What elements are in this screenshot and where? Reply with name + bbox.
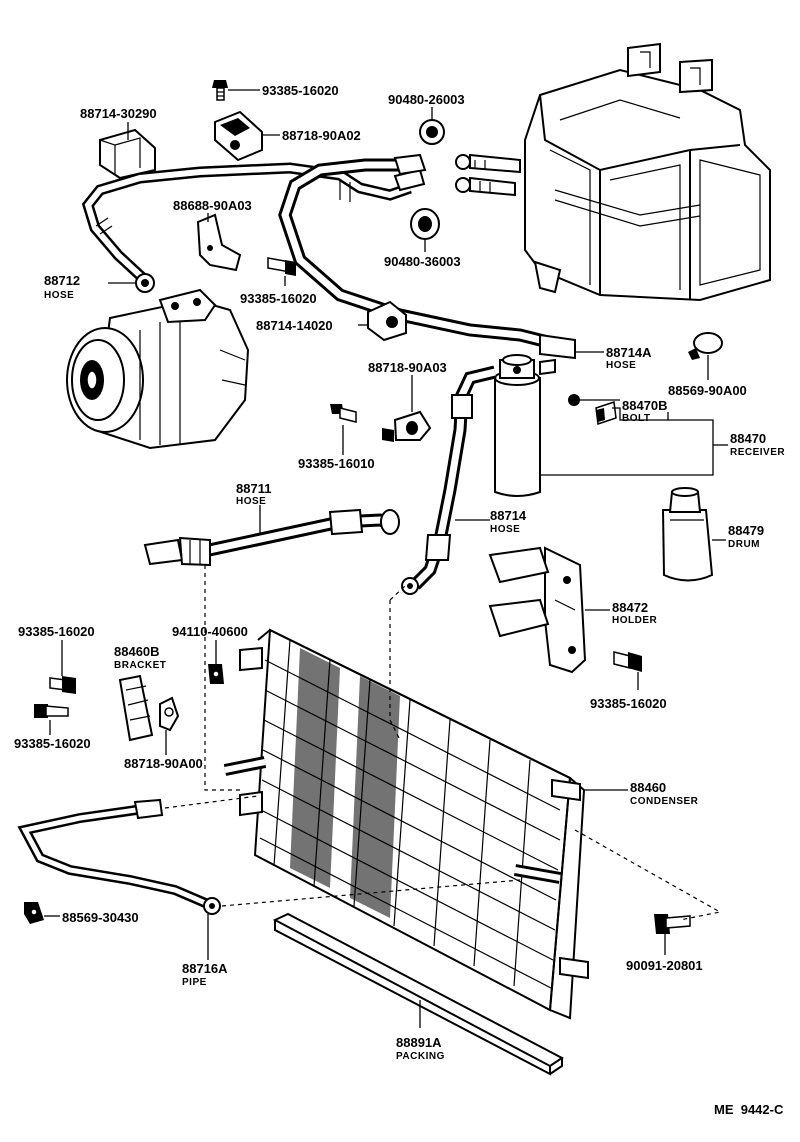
label-88569-30430: 88569-30430 [62, 910, 139, 925]
bolt-93385-16020-holder [613, 651, 642, 672]
packing-88891A [272, 912, 564, 1076]
diagram-code: ME 9442-C [714, 1102, 784, 1117]
label-88460-name: CONDENSER [630, 796, 699, 807]
hose-88712 [81, 162, 426, 293]
label-93385-16020-left-a: 93385-16020 [18, 624, 95, 639]
label-88569-90A00: 88569-90A00 [668, 383, 747, 398]
clamp-88718-90A02 [214, 110, 263, 162]
hose-88714A [278, 153, 576, 360]
label-88714-14020: 88714-14020 [256, 318, 333, 333]
label-88714A: 88714A [606, 345, 652, 360]
label-90091-20801: 90091-20801 [626, 958, 703, 973]
label-88470: 88470 [730, 431, 766, 446]
label-90480-26003: 90480-26003 [388, 92, 465, 107]
label-93385-16010: 93385-16010 [298, 456, 375, 471]
label-88714-30290: 88714-30290 [80, 106, 157, 121]
label-90480-36003: 90480-36003 [384, 254, 461, 269]
drum-88479 [661, 487, 714, 582]
clamp-88718-90A00 [159, 696, 180, 732]
label-88479-name: DRUM [728, 539, 760, 550]
label-88472-name: HOLDER [612, 615, 658, 626]
holder-88472 [488, 546, 587, 674]
label-88712-name: HOSE [44, 290, 74, 301]
label-88460: 88460 [630, 780, 666, 795]
grommet-90480-26003 [419, 119, 445, 145]
label-88711: 88711 [236, 481, 271, 496]
evaporator-pipes [455, 153, 521, 197]
label-88712: 88712 [44, 273, 80, 288]
label-88718-90A03: 88718-90A03 [368, 360, 447, 375]
label-88472: 88472 [612, 600, 648, 615]
label-88688-90A03: 88688-90A03 [173, 198, 252, 213]
label-93385-16020-mid: 93385-16020 [240, 291, 317, 306]
nut-94110-40600 [208, 664, 224, 684]
condenser-88460 [223, 628, 589, 1020]
label-88460B: 88460B [114, 644, 160, 659]
label-88891A: 88891A [396, 1035, 442, 1050]
label-88714A-name: HOSE [606, 360, 636, 371]
label-88714-name: HOSE [490, 524, 520, 535]
label-93385-16020-holder: 93385-16020 [590, 696, 667, 711]
label-88711-name: HOSE [236, 496, 266, 507]
evaporator-unit [524, 42, 771, 302]
label-88714: 88714 [490, 508, 527, 523]
hose-88714 [401, 365, 497, 595]
pipe-88716A [17, 798, 221, 915]
assembly-lines [164, 565, 722, 921]
label-88470-name: RECEIVER [730, 447, 785, 458]
bushing-88714-30290 [99, 128, 156, 180]
bracket-88688-90A03 [196, 213, 242, 272]
leader-lines [44, 89, 728, 1028]
bolt-93385-16020-left-b [34, 704, 69, 718]
label-94110-40600: 94110-40600 [172, 624, 248, 639]
bolt-93385-16020-mid [267, 257, 296, 276]
bolt-93385-16020-left-a [49, 676, 76, 694]
label-93385-16020-top: 93385-16020 [262, 83, 339, 98]
hose-88711 [143, 508, 400, 567]
label-88718-90A02: 88718-90A02 [282, 128, 361, 143]
label-88891A-name: PACKING [396, 1051, 445, 1062]
clamp-88718-90A03 [382, 410, 432, 442]
grommet-90480-36003 [410, 208, 440, 240]
label-88479: 88479 [728, 523, 764, 538]
label-88716A: 88716A [182, 961, 228, 976]
receiver-88470 [494, 354, 556, 497]
bushing-88714-14020 [367, 300, 407, 342]
label-93385-16020-left-b: 93385-16020 [14, 736, 91, 751]
label-88460B-name: BRACKET [114, 660, 166, 671]
label-88718-90A00: 88718-90A00 [124, 756, 203, 771]
bolt-88470B [568, 394, 617, 426]
label-88716A-name: PIPE [182, 977, 207, 988]
part-labels: 93385-16020 88714-30290 88718-90A02 9048… [14, 83, 785, 1117]
clamp-88569-90A00 [688, 332, 723, 360]
bracket-88460B [118, 674, 154, 742]
label-88470B: 88470B [622, 398, 668, 413]
clamp-88569-30430 [24, 902, 44, 924]
bolt-93385-16010 [330, 404, 357, 423]
label-88470B-name: BOLT [622, 413, 650, 424]
compressor [66, 288, 250, 450]
bolt-90091-20801 [654, 914, 691, 934]
bolt-93385-16020-top [212, 80, 228, 101]
